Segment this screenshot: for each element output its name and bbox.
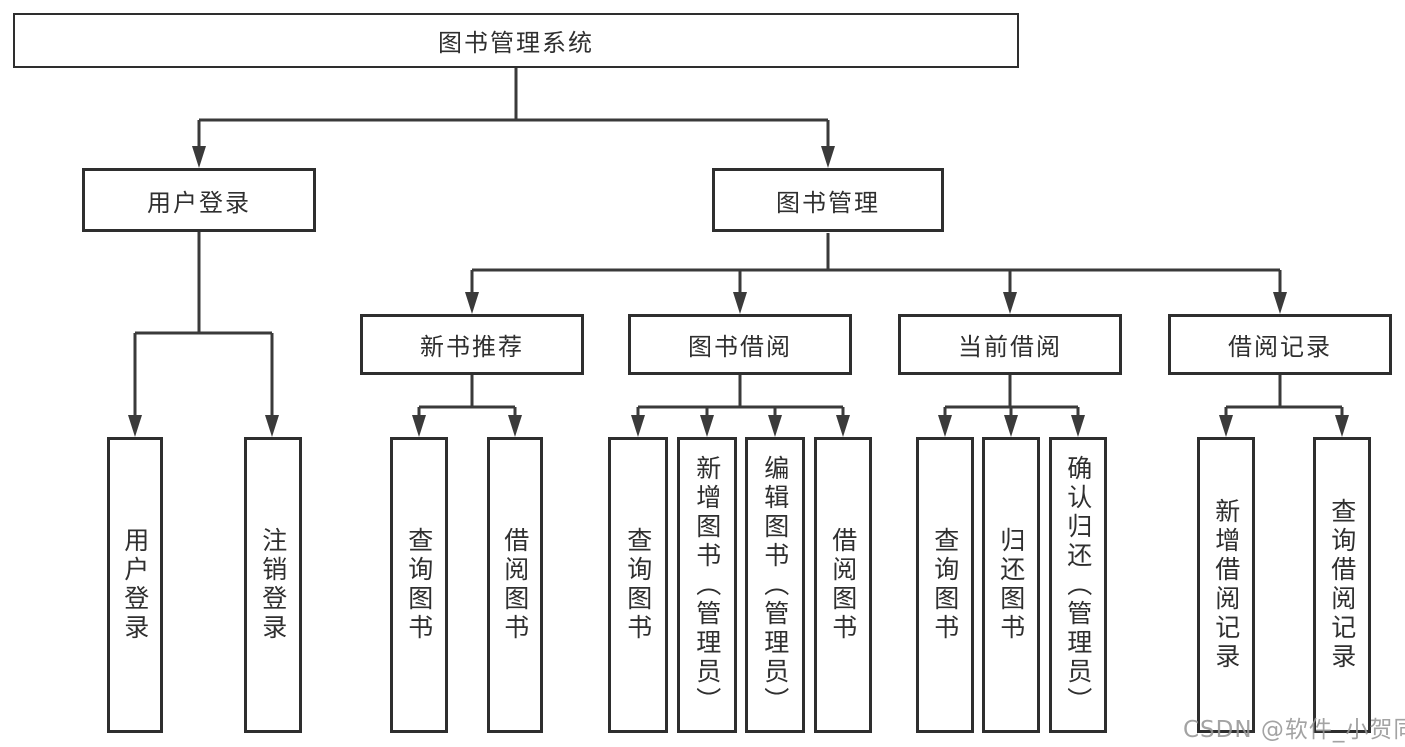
node-label: 图书借阅 [688,333,792,361]
node-label: 新增图书（管理员） [692,454,722,716]
node-leaf-user-login: 用户登录 [107,437,163,733]
node-leaf-return-books: 归还图书 [982,437,1040,733]
node-label: 确认归还（管理员） [1063,454,1093,716]
node-label: 查询借阅记录 [1327,498,1357,672]
node-book-management: 图书管理 [712,168,944,232]
node-label: 新书推荐 [420,333,524,361]
node-leaf-query-books-recommend: 查询图书 [390,437,448,733]
node-label: 注销登录 [258,527,288,643]
node-leaf-logout: 注销登录 [244,437,302,733]
node-leaf-edit-book-admin: 编辑图书（管理员） [745,437,805,733]
node-label: 当前借阅 [958,333,1062,361]
node-user-login: 用户登录 [82,168,316,232]
node-label: 归还图书 [996,527,1026,643]
node-label: 新增借阅记录 [1211,498,1241,672]
node-label: 编辑图书（管理员） [760,454,790,716]
node-leaf-query-borrow-record: 查询借阅记录 [1313,437,1371,733]
node-label: 借阅记录 [1228,333,1332,361]
node-leaf-query-books-borrowing: 查询图书 [608,437,668,733]
node-leaf-confirm-return-admin: 确认归还（管理员） [1049,437,1107,733]
node-label: 查询图书 [623,527,653,643]
node-leaf-add-borrow-record: 新增借阅记录 [1197,437,1255,733]
node-label: 图书管理 [776,188,880,217]
node-label: 查询图书 [404,527,434,643]
node-label: 借阅图书 [500,527,530,643]
node-leaf-add-book-admin: 新增图书（管理员） [677,437,737,733]
node-label: 查询图书 [930,527,960,643]
node-leaf-borrow-books-recommend: 借阅图书 [487,437,543,733]
node-label: 图书管理系统 [438,29,594,57]
node-root: 图书管理系统 [13,13,1019,68]
node-borrowing-records: 借阅记录 [1168,314,1392,375]
node-label: 用户登录 [147,188,251,217]
node-book-borrowing: 图书借阅 [628,314,852,375]
node-new-book-recommendation: 新书推荐 [360,314,584,375]
node-label: 用户登录 [120,527,150,643]
node-current-borrowing: 当前借阅 [898,314,1122,375]
node-leaf-borrow-books: 借阅图书 [814,437,872,733]
node-label: 借阅图书 [828,527,858,643]
node-leaf-query-books-current: 查询图书 [916,437,974,733]
